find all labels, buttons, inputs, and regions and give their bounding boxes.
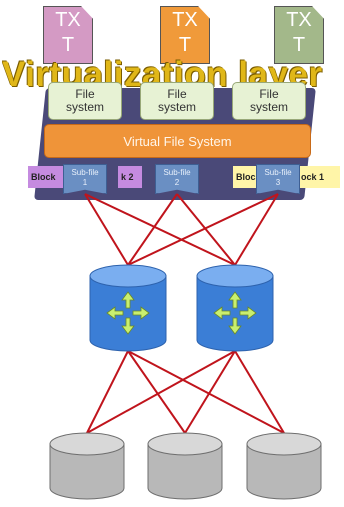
sub-file-1: Sub-file 1 [63,164,107,194]
connector-line [234,193,279,266]
disk-cylinder-icon [147,432,223,500]
txt-file-label-line2: T [178,34,192,56]
connector-line [127,193,279,266]
file-system-box-2: File system [140,82,214,120]
disk-cylinder-icon [246,432,322,500]
connector-line [176,193,236,266]
connector-line [84,193,129,266]
sub-file-2: Sub-file 2 [155,164,199,194]
block-label-right-1: ock 1 [298,166,340,188]
txt-file-label-line1: TX [286,9,312,31]
disk-cylinder-icon [49,432,125,500]
txt-file-icon-2: TX T [160,6,210,64]
block-label-right: Bloc [233,166,257,188]
connector-line [86,350,129,434]
txt-file-icon-1: TX T [43,6,93,64]
connector-line [86,350,236,434]
txt-file-label-line2: T [61,34,75,56]
connector-line [84,193,236,266]
connector-line [127,350,285,434]
block-label-left: Block [28,166,66,188]
block-label-left-2: k 2 [118,166,142,188]
txt-file-label-line2: T [292,34,306,56]
router-cylinder-icon [196,264,274,352]
connector-line [127,193,178,266]
connector-lines [84,193,285,434]
virtual-file-system-bar: Virtual File System [44,124,311,158]
file-system-box-3: File system [232,82,306,120]
txt-file-label-line1: TX [172,9,198,31]
connector-line [234,350,285,434]
connector-line [127,350,186,434]
file-system-box-1: File system [48,82,122,120]
txt-file-icon-3: TX T [274,6,324,64]
txt-file-label-line1: TX [55,9,81,31]
connector-line [184,350,236,434]
router-cylinder-icon [89,264,167,352]
